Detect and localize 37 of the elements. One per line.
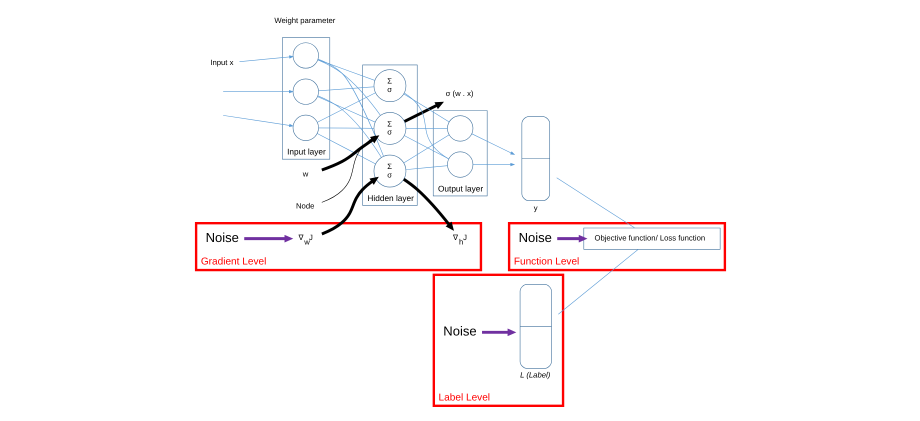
node-circle — [292, 114, 318, 141]
arrow — [244, 234, 293, 242]
connector — [316, 133, 376, 164]
connector — [318, 128, 374, 129]
connector — [317, 96, 382, 158]
node-circle — [292, 78, 318, 105]
connector — [403, 134, 449, 164]
arrow — [238, 55, 294, 62]
arrow — [482, 328, 516, 336]
connector — [316, 60, 380, 116]
connector — [556, 178, 634, 228]
node-circle — [292, 42, 318, 69]
cluster: Output layer — [432, 110, 487, 196]
arrow — [321, 135, 376, 203]
connector — [317, 59, 374, 81]
connector — [405, 128, 448, 129]
arrow — [402, 178, 454, 231]
connector — [404, 92, 448, 160]
arrow — [403, 102, 444, 123]
node-text: Noise — [442, 324, 476, 339]
arrow — [222, 115, 294, 128]
node-text: Noise — [518, 230, 552, 245]
node-circle — [446, 115, 473, 142]
connector — [317, 58, 384, 157]
connector — [404, 135, 449, 160]
node-circle — [446, 152, 473, 178]
arrow — [556, 234, 587, 242]
connector — [405, 165, 448, 170]
connector — [318, 86, 374, 92]
arrow — [472, 162, 515, 166]
arrow — [320, 176, 378, 236]
arrow — [471, 134, 515, 155]
node-text: Noise — [205, 230, 238, 245]
connector — [403, 94, 449, 122]
arrow — [320, 135, 379, 172]
cluster: Input layer — [282, 37, 330, 160]
arrow — [222, 90, 294, 94]
